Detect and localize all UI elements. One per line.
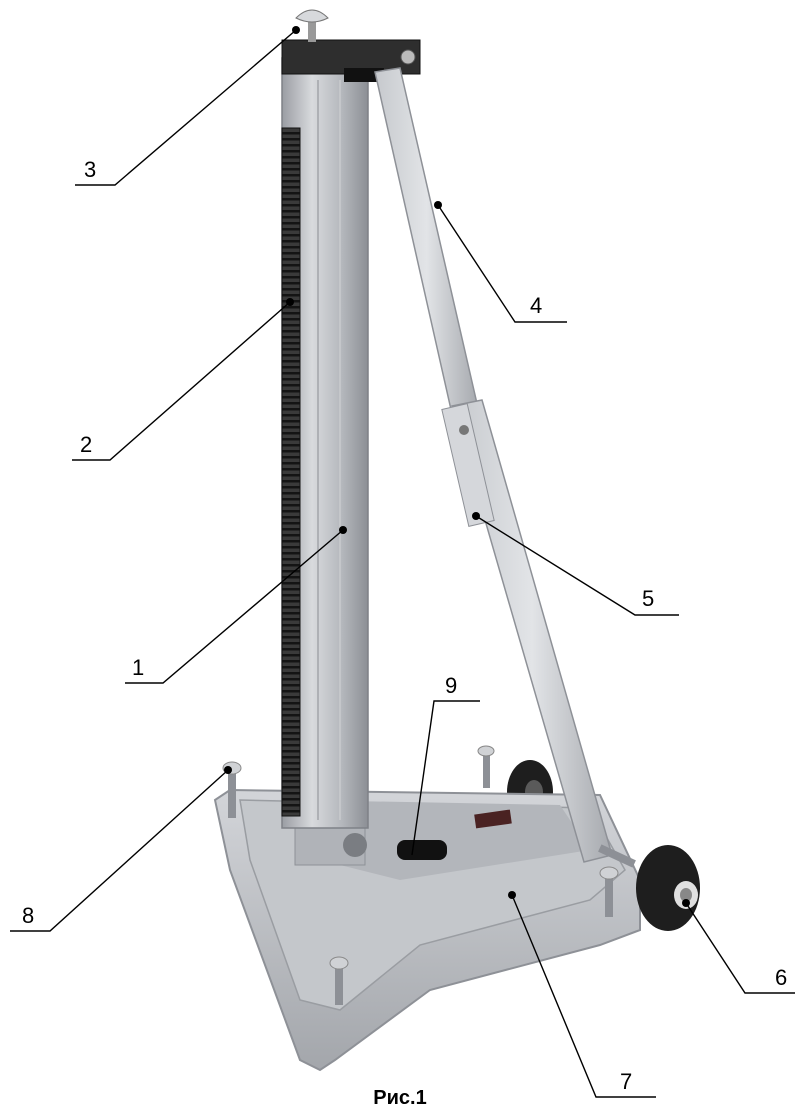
leader-line-4 [437, 204, 567, 323]
callout-6: 6 [775, 965, 787, 990]
leader-line-7 [511, 894, 656, 1098]
leveling-screws [222, 745, 619, 1005]
wing-screw [295, 9, 329, 42]
callout-9: 9 [445, 673, 457, 698]
callout-1: 1 [132, 655, 144, 680]
front-wheel [598, 844, 700, 931]
leader-line-8 [10, 769, 229, 932]
brace-upper [374, 67, 479, 415]
nameplate [474, 809, 512, 829]
callout-7: 7 [620, 1069, 632, 1094]
leader-dots [224, 26, 690, 907]
callout-3: 3 [84, 157, 96, 182]
gear-rack [281, 127, 301, 817]
leader-line-5 [475, 515, 679, 616]
callout-2: 2 [80, 432, 92, 457]
callout-8: 8 [22, 903, 34, 928]
brace-clamp [441, 403, 495, 527]
leader-lines [10, 29, 795, 1098]
leader-line-3 [75, 29, 297, 186]
leader-line-6 [685, 902, 795, 994]
leader-line-2 [72, 301, 291, 461]
base-slot [397, 840, 447, 860]
callout-5: 5 [642, 586, 654, 611]
figure-caption: Рис.1 [373, 1087, 426, 1109]
leader-line-9 [411, 700, 480, 856]
top-cap [281, 9, 421, 82]
callout-4: 4 [530, 293, 542, 318]
base-plate [213, 788, 641, 1072]
leader-line-1 [125, 529, 344, 684]
